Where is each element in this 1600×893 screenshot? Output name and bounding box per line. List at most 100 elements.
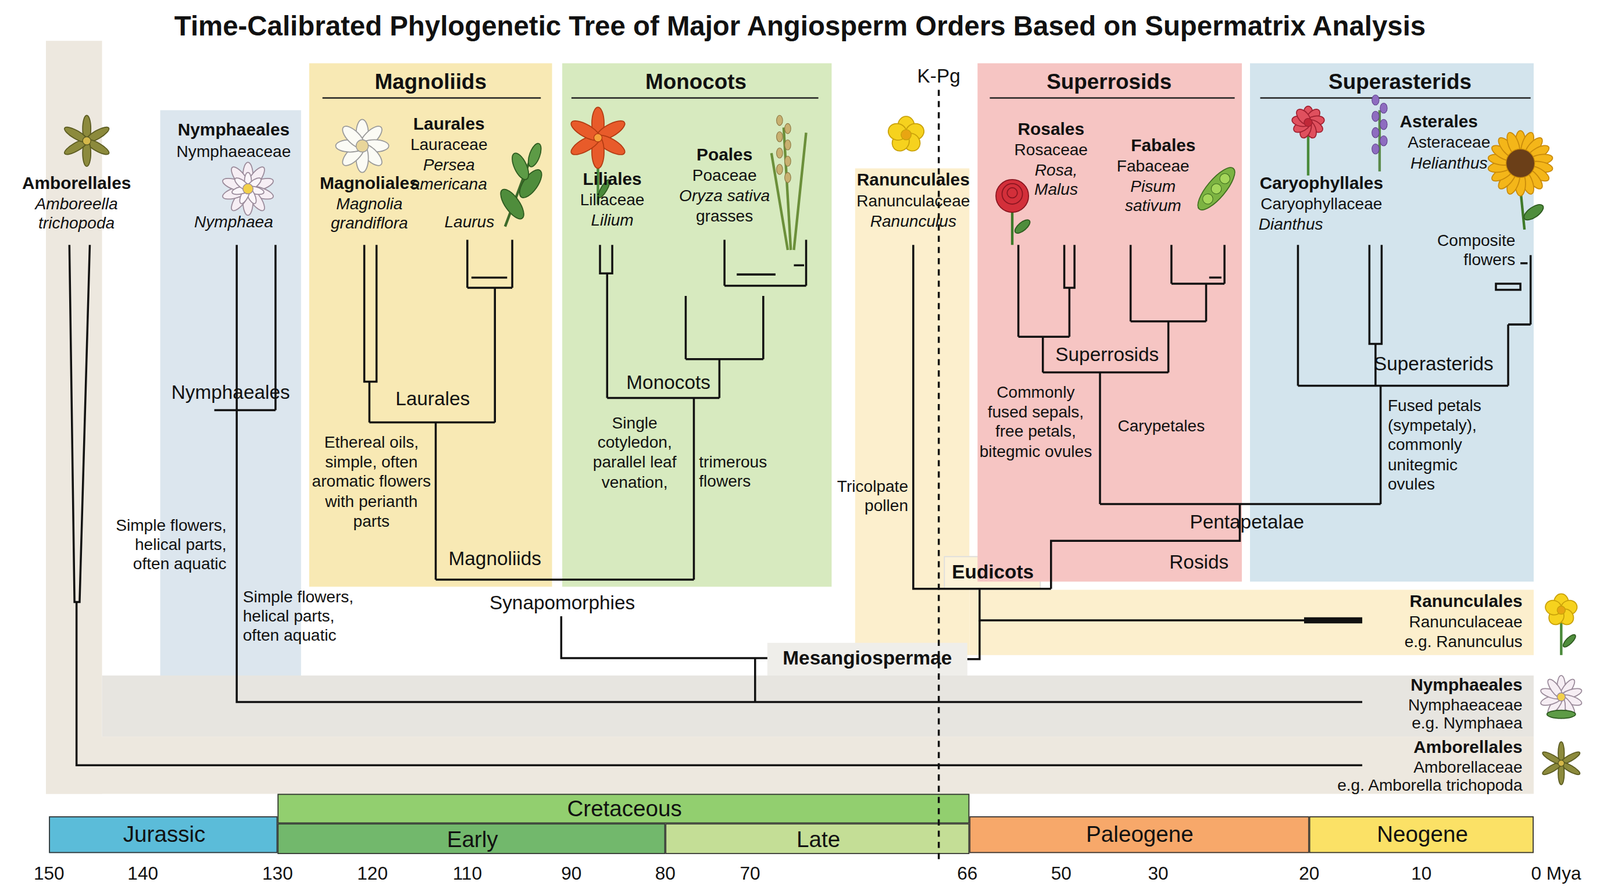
plant-stem [793,132,806,250]
plant-stem [1011,209,1014,245]
clade-label: Laurales [395,387,470,412]
clade-label: Nymphaeales [171,381,291,405]
lavender-bud [1372,111,1380,122]
flower-center [1558,760,1565,767]
period-name: Late [796,826,841,854]
pea-pod [1192,162,1241,216]
taxon-band: NymphaealesNymphaeaceaee.g. Nymphaea [102,675,1534,737]
annotation-text: Simple flowers, helical parts, often aqu… [112,515,227,574]
period-box: Cretaceous [277,793,970,824]
tree-branch [1043,371,1169,374]
species-name: Ranunculus [870,211,957,231]
annotation-text: Fabaceae [1116,156,1190,177]
layout-shape [1192,162,1241,216]
flower-center [356,139,369,152]
clade-label: Synapomorphies [489,591,635,616]
tree-branch [214,409,276,412]
lavender-bud [1372,94,1380,106]
tree-branch [364,244,377,382]
flower-icon [335,119,389,173]
annotation-text: e.g. Ranunculus [1404,631,1523,652]
plant-illustrations [62,94,1584,785]
annotation-text: Ranunculaceae [856,190,970,211]
diagram-title: Time-Calibrated Phylogenetic Tree of Maj… [174,10,1426,44]
clade-label: Monocots [626,371,711,395]
species-name: Laurus [444,212,495,232]
tree-branch [1297,384,1509,388]
tree-branch [723,239,726,286]
flower-icon [1539,675,1583,719]
rose-bloom [995,179,1029,213]
grain [784,123,792,134]
period-name: Paleogene [1086,821,1194,849]
order-name: Amborellales [22,173,131,194]
tree-branch [69,244,90,602]
tree-branch [1508,323,1531,326]
tree-branch [1223,244,1226,284]
axis-tick-label: 50 [1051,863,1072,886]
tree-branch [979,588,1307,621]
plant-leaf [508,150,532,182]
grain [776,164,784,175]
plant-leaf [1561,633,1578,649]
tree-branch [493,287,496,423]
lavender-bud [1380,102,1388,114]
annotation-text: Liliaceae [580,189,645,210]
branch-bar [1304,617,1363,624]
tree-branch [561,616,768,659]
lavender-bud [1380,135,1388,146]
tree-branch [1170,244,1173,284]
annotation-text: e.g. Nymphaea [1411,713,1523,734]
grain [784,139,792,150]
tree-branch [684,295,688,360]
tree-branch [685,358,763,361]
period-box: Jurassic [48,816,278,853]
flower-petal [1293,106,1314,127]
grain [784,172,792,184]
taxon-band: RanunculalesRanunculaceaee.g. Ranunculus [969,589,1534,655]
order-name: Nymphaeales [1410,675,1523,696]
tree-branch [1495,283,1521,291]
tree-branch [1018,335,1070,338]
panel-heading: Superasterids [1328,68,1472,95]
tree-branch [754,658,757,702]
tree-branch [724,284,806,288]
heading-underline [989,97,1235,99]
flower-center [901,129,912,141]
flower-icon [886,116,927,155]
flower-icon [62,115,112,167]
tree-branch [805,239,808,286]
order-name: Poales [696,144,753,165]
rose-bloom [1006,187,1018,199]
species-name: Persea americana [402,155,495,195]
annotation-text: Amborellaceae [1413,756,1523,777]
flower-icon [231,172,265,206]
tree-branch [511,239,514,288]
grain [776,131,784,142]
period-box: Neogene [1309,816,1534,853]
species-name: Nymphaea [194,212,274,232]
layout-shape [1209,181,1224,196]
flower-icon [220,162,275,216]
tree-branch [606,273,609,398]
flower-center [1304,118,1313,127]
tree-branch [1374,343,1377,386]
tree-branch [1506,324,1510,386]
clade-label: Mesangiospermae [782,647,952,671]
plant-stem [1306,132,1310,176]
layout-shape [322,97,1531,99]
axis-tick-label: 66 [956,863,978,886]
kpg-boundary [937,89,941,863]
annotation-text: Ranunculaceae [1408,612,1523,632]
order-name: Magnoliales [319,173,420,194]
annotation-text: Rosaceae [1014,139,1088,160]
species-name: Helianthus [1410,152,1488,173]
heading-underline [571,97,819,99]
order-name: Amborellales [1413,737,1523,758]
annotation-text: Poaceae [692,165,757,185]
order-name: Rosales [1018,119,1085,139]
grain [776,147,784,159]
order-name: Asterales [1400,112,1478,132]
tree-branch [967,620,980,660]
